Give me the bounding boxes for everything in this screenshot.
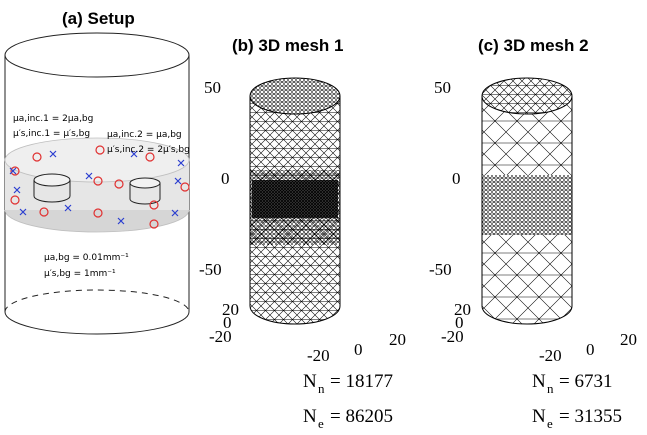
detector-markers — [9, 150, 185, 225]
mesh2-cylinder — [481, 77, 573, 325]
mesh1-title: (b) 3D mesh 1 — [232, 36, 343, 55]
mesh1-x-tick: 0 — [354, 340, 363, 359]
mesh2-element-count: N e = 31355 — [532, 406, 622, 431]
mesh2-y-tick: -20 — [441, 327, 464, 346]
mesh1-e-sub: e — [318, 416, 324, 431]
mesh2-e-sub: e — [547, 416, 553, 431]
source-marker — [114, 179, 124, 189]
mesh1-z-tick: 50 — [204, 78, 221, 97]
source-marker — [93, 176, 103, 186]
mesh1-n-value: = 18177 — [330, 371, 393, 392]
mesh1-element-count: N e = 86205 — [303, 406, 393, 431]
cylinder-bottom-back — [4, 289, 190, 313]
detector-marker — [49, 150, 57, 158]
bg-mua-label: μa,bg = 0.01mm⁻¹ — [44, 253, 129, 263]
inclusion-1 — [33, 173, 71, 203]
source-marker — [149, 219, 159, 229]
inc1-mus-label: μ′s,inc.1 = μ′s,bg — [13, 129, 90, 139]
mesh2-e-label: N — [532, 406, 546, 427]
mesh1-e-label: N — [303, 406, 317, 427]
setup-panel: (a) Setup — [4, 9, 190, 335]
detector-marker — [177, 159, 185, 167]
source-marker — [145, 152, 155, 162]
setup-title: (a) Setup — [62, 9, 135, 28]
mesh1-y-tick: -20 — [209, 327, 232, 346]
mesh2-n-sub: n — [547, 381, 554, 396]
mesh2-y-tick: 0 — [455, 313, 464, 332]
source-marker — [149, 200, 159, 210]
cylinder-bottom-front — [4, 311, 190, 335]
source-marker — [95, 145, 105, 155]
mesh2-node-count: N n = 6731 — [532, 371, 612, 396]
mesh1-x-tick: -20 — [307, 346, 330, 365]
source-marker — [32, 152, 42, 162]
detector-marker — [9, 167, 17, 175]
mesh2-panel: (c) 3D mesh 2 50 0 -50 20 0 -20 -20 0 20… — [429, 36, 637, 431]
mesh2-n-label: N — [532, 371, 546, 392]
mesh2-title: (c) 3D mesh 2 — [478, 36, 589, 55]
mesh2-x-tick: 20 — [620, 330, 637, 349]
mesh1-z-tick: 0 — [221, 169, 230, 188]
mesh2-z-tick: 0 — [452, 169, 461, 188]
mesh2-z-tick: 50 — [434, 78, 451, 97]
mesh1-e-value: = 86205 — [330, 406, 393, 427]
mesh1-y-tick: 20 — [222, 300, 239, 319]
source-markers — [10, 145, 190, 229]
band-bottom-ellipse — [4, 209, 190, 233]
source-marker — [10, 166, 20, 176]
detector-marker — [117, 217, 125, 225]
inclusion-2 — [129, 177, 161, 205]
source-marker — [180, 182, 190, 192]
mesh1-panel: (b) 3D mesh 1 50 0 -50 20 0 -20 -20 0 20 — [199, 36, 406, 431]
mesh2-e-value: = 31355 — [559, 406, 622, 427]
detector-marker — [130, 150, 138, 158]
inc2-mua-label: μa,inc.2 = μa,bg — [107, 130, 182, 140]
mesh2-y-tick: 20 — [454, 300, 471, 319]
detector-marker — [19, 208, 27, 216]
mesh1-cylinder — [249, 77, 341, 325]
mesh1-n-sub: n — [318, 381, 325, 396]
band-top-ellipse — [4, 137, 190, 183]
bg-mus-label: μ′s,bg = 1mm⁻¹ — [44, 269, 116, 279]
mesh1-node-count: N n = 18177 — [303, 371, 393, 396]
inc1-mua-label: μa,inc.1 = 2μa,bg — [13, 114, 93, 124]
mesh1-x-tick: 20 — [389, 330, 406, 349]
mesh2-n-value: = 6731 — [559, 371, 612, 392]
source-marker — [10, 195, 20, 205]
inc2-mus-label: μ′s,inc.2 = 2μ′s,bg — [107, 145, 190, 155]
cylinder-top-ellipse — [4, 32, 190, 78]
mesh2-x-tick: -20 — [539, 346, 562, 365]
source-marker — [93, 208, 103, 218]
mesh2-z-tick: -50 — [429, 260, 452, 279]
detector-marker — [85, 172, 93, 180]
source-marker — [39, 207, 49, 217]
mesh2-x-tick: 0 — [586, 340, 595, 359]
mesh1-n-label: N — [303, 371, 317, 392]
detector-marker — [13, 186, 21, 194]
mesh1-y-tick: 0 — [223, 313, 232, 332]
detector-marker — [174, 177, 182, 185]
detector-marker — [64, 204, 72, 212]
mesh1-z-tick: -50 — [199, 260, 222, 279]
detector-marker — [171, 209, 179, 217]
